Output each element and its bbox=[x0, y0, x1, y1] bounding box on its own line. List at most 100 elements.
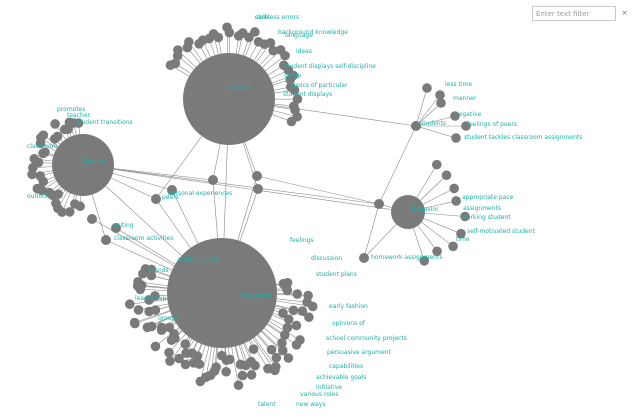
leaf-node[interactable] bbox=[291, 320, 302, 331]
leaf-node[interactable] bbox=[180, 339, 191, 349]
leaf-node[interactable] bbox=[40, 147, 50, 157]
leaf-node[interactable] bbox=[150, 341, 161, 352]
leaf-node[interactable] bbox=[432, 159, 442, 170]
bridge-node[interactable] bbox=[374, 199, 384, 209]
leaf-node[interactable] bbox=[288, 305, 299, 316]
text-filter-input[interactable] bbox=[532, 6, 616, 21]
leaf-node[interactable] bbox=[292, 289, 303, 299]
leaf-node[interactable] bbox=[146, 264, 157, 275]
leaf-node[interactable] bbox=[211, 362, 221, 373]
leaf-node[interactable] bbox=[422, 83, 432, 93]
leaf-node[interactable] bbox=[35, 171, 45, 181]
leaf-node[interactable] bbox=[282, 285, 293, 296]
leaf-node[interactable] bbox=[456, 228, 466, 239]
leaf-node[interactable] bbox=[304, 312, 314, 323]
leaf-node[interactable] bbox=[224, 27, 235, 38]
leaf-node[interactable] bbox=[436, 98, 446, 108]
leaf-node[interactable] bbox=[451, 196, 461, 206]
leaf-node[interactable] bbox=[435, 90, 445, 100]
leaf-node[interactable] bbox=[461, 121, 471, 131]
leaf-node[interactable] bbox=[265, 38, 276, 48]
leaf-node[interactable] bbox=[278, 308, 288, 318]
leaf-node[interactable] bbox=[181, 348, 191, 358]
leaf-node[interactable] bbox=[233, 380, 244, 391]
leaf-node[interactable] bbox=[250, 27, 260, 37]
leaf-node[interactable] bbox=[125, 299, 135, 309]
bridge-node[interactable] bbox=[167, 185, 177, 195]
leaf-node[interactable] bbox=[286, 116, 297, 127]
leaf-node[interactable] bbox=[266, 344, 277, 355]
hub-node[interactable] bbox=[52, 134, 114, 196]
leaf-node[interactable] bbox=[282, 322, 293, 333]
leaf-node[interactable] bbox=[188, 358, 199, 368]
leaf-node[interactable] bbox=[133, 276, 143, 287]
bridge-node[interactable] bbox=[252, 171, 262, 181]
leaf-node[interactable] bbox=[450, 111, 460, 121]
leaf-node[interactable] bbox=[195, 376, 206, 387]
clear-filter-button[interactable]: × bbox=[621, 9, 628, 17]
leaf-node[interactable] bbox=[38, 130, 49, 140]
leaf-node[interactable] bbox=[173, 45, 183, 55]
leaf-node[interactable] bbox=[451, 133, 461, 143]
leaf-node[interactable] bbox=[51, 198, 61, 209]
leaf-node[interactable] bbox=[70, 199, 80, 209]
hub-node[interactable] bbox=[183, 53, 275, 145]
leaf-node[interactable] bbox=[164, 322, 175, 333]
leaf-node[interactable] bbox=[248, 344, 259, 354]
leaf-node[interactable] bbox=[217, 350, 227, 361]
bridge-node[interactable] bbox=[101, 235, 111, 245]
leaf-node[interactable] bbox=[44, 187, 55, 198]
leaf-node[interactable] bbox=[174, 353, 184, 364]
leaf-node[interactable] bbox=[150, 291, 160, 301]
leaf-node[interactable] bbox=[277, 345, 288, 356]
leaf-node[interactable] bbox=[283, 353, 294, 363]
hub-node[interactable] bbox=[391, 195, 425, 229]
leaf-node[interactable] bbox=[221, 366, 231, 377]
leaf-node[interactable] bbox=[307, 301, 318, 312]
leaf-node[interactable] bbox=[271, 352, 282, 363]
leaf-node[interactable] bbox=[283, 314, 294, 325]
bridge-node[interactable] bbox=[411, 121, 421, 131]
leaf-node[interactable] bbox=[291, 340, 302, 350]
leaf-node[interactable] bbox=[156, 322, 167, 333]
leaf-node[interactable] bbox=[64, 207, 75, 217]
leaf-node[interactable] bbox=[277, 338, 287, 348]
leaf-node[interactable] bbox=[419, 256, 430, 266]
leaf-node[interactable] bbox=[237, 370, 248, 381]
bridge-node[interactable] bbox=[87, 214, 97, 224]
leaf-node[interactable] bbox=[280, 50, 290, 61]
bridge-node[interactable] bbox=[151, 194, 161, 204]
leaf-node[interactable] bbox=[289, 85, 300, 96]
leaf-node[interactable] bbox=[268, 45, 278, 56]
bridge-node[interactable] bbox=[253, 184, 263, 194]
leaf-node[interactable] bbox=[246, 370, 257, 380]
leaf-node[interactable] bbox=[213, 32, 224, 43]
leaf-node[interactable] bbox=[164, 347, 174, 358]
leaf-node[interactable] bbox=[52, 131, 63, 142]
leaf-node[interactable] bbox=[142, 322, 153, 333]
leaf-node[interactable] bbox=[285, 74, 296, 85]
leaf-node[interactable] bbox=[165, 356, 175, 366]
leaf-node[interactable] bbox=[180, 359, 191, 370]
leaf-node[interactable] bbox=[297, 306, 308, 316]
leaf-node[interactable] bbox=[279, 330, 290, 340]
leaf-node[interactable] bbox=[184, 37, 194, 47]
leaf-node[interactable] bbox=[448, 241, 458, 252]
leaf-node[interactable] bbox=[170, 58, 181, 69]
leaf-node[interactable] bbox=[150, 305, 161, 315]
leaf-node[interactable] bbox=[263, 363, 273, 374]
leaf-node[interactable] bbox=[29, 153, 40, 164]
bridge-node[interactable] bbox=[111, 223, 121, 233]
bridge-node[interactable] bbox=[359, 253, 369, 263]
leaf-node[interactable] bbox=[50, 119, 60, 129]
leaf-node[interactable] bbox=[73, 118, 84, 128]
leaf-node[interactable] bbox=[292, 94, 303, 104]
leaf-node[interactable] bbox=[235, 359, 246, 370]
leaf-node[interactable] bbox=[129, 317, 140, 328]
hub-node[interactable] bbox=[167, 238, 277, 348]
leaf-node[interactable] bbox=[460, 211, 470, 222]
leaf-node[interactable] bbox=[441, 170, 452, 181]
leaf-node[interactable] bbox=[32, 183, 43, 194]
leaf-node[interactable] bbox=[432, 246, 442, 257]
